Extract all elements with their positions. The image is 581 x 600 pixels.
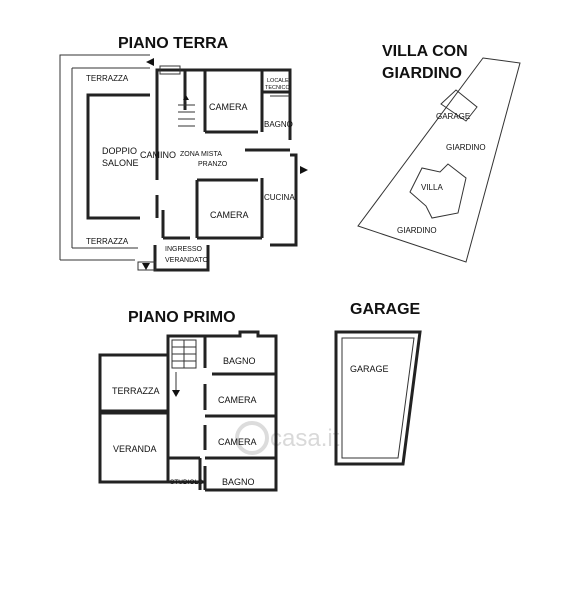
ground-camera-top-label: CAMERA: [209, 102, 248, 112]
casa-it-watermark: casa.it: [235, 421, 340, 455]
site-garage-label: GARAGE: [436, 112, 470, 121]
site-giardino-top-label: GIARDINO: [446, 143, 486, 152]
garage-plan: [334, 330, 422, 466]
ground-floor-plan: [59, 54, 308, 272]
first-camera-top-label: CAMERA: [218, 395, 257, 405]
bottom-entry-steps: [137, 261, 157, 271]
ground-salone-label: SALONE: [102, 158, 139, 168]
garage-room-label: GARAGE: [350, 364, 389, 374]
site-villa-label: VILLA: [421, 183, 443, 192]
first-bagno-bottom-label: BAGNO: [222, 477, 255, 487]
ground-cucina-label: CUCINA: [264, 193, 295, 202]
site-plan: [357, 57, 521, 263]
first-floor-title: PIANO PRIMO: [128, 309, 236, 326]
ground-verandato-label: VERANDATO: [165, 257, 208, 264]
ground-ingresso-label: INGRESSO: [165, 246, 203, 253]
first-floor-plan: [98, 330, 278, 492]
ground-tecnico-label: TECNICO: [265, 85, 290, 91]
ground-staircase: [178, 95, 195, 127]
ground-floor-title: PIANO TERRA: [118, 35, 229, 52]
ground-camera-bottom-label: CAMERA: [210, 210, 249, 220]
ground-bagno-label: BAGNO: [264, 120, 293, 129]
ground-pranzo-label: PRANZO: [198, 161, 228, 168]
garage-title: GARAGE: [350, 301, 421, 318]
ground-terrazza-top-label: TERRAZZA: [86, 74, 129, 83]
first-staircase: [171, 339, 197, 397]
ground-locale-label: LOCALE: [267, 78, 289, 84]
side-entry-arrow: [300, 166, 308, 174]
ground-camino-label: CAMINO: [140, 150, 176, 160]
top-entry-steps: [146, 58, 181, 75]
first-studiolo-label: STUDIOLO: [170, 479, 203, 486]
site-title-line-2: GIARDINO: [382, 65, 462, 82]
watermark-text: casa.it: [270, 425, 340, 452]
site-title-line-1: VILLA CON: [382, 43, 468, 60]
site-giardino-bottom-label: GIARDINO: [397, 226, 437, 235]
ground-doppio-label: DOPPIO: [102, 146, 137, 156]
first-camera-middle-label: CAMERA: [218, 437, 257, 447]
first-bagno-top-label: BAGNO: [223, 356, 256, 366]
first-terrazza-label: TERRAZZA: [112, 386, 160, 396]
ground-terrazza-bottom-label: TERRAZZA: [86, 237, 129, 246]
ground-zona-mista-label: ZONA MISTA: [180, 151, 222, 158]
first-veranda-label: VERANDA: [113, 444, 157, 454]
